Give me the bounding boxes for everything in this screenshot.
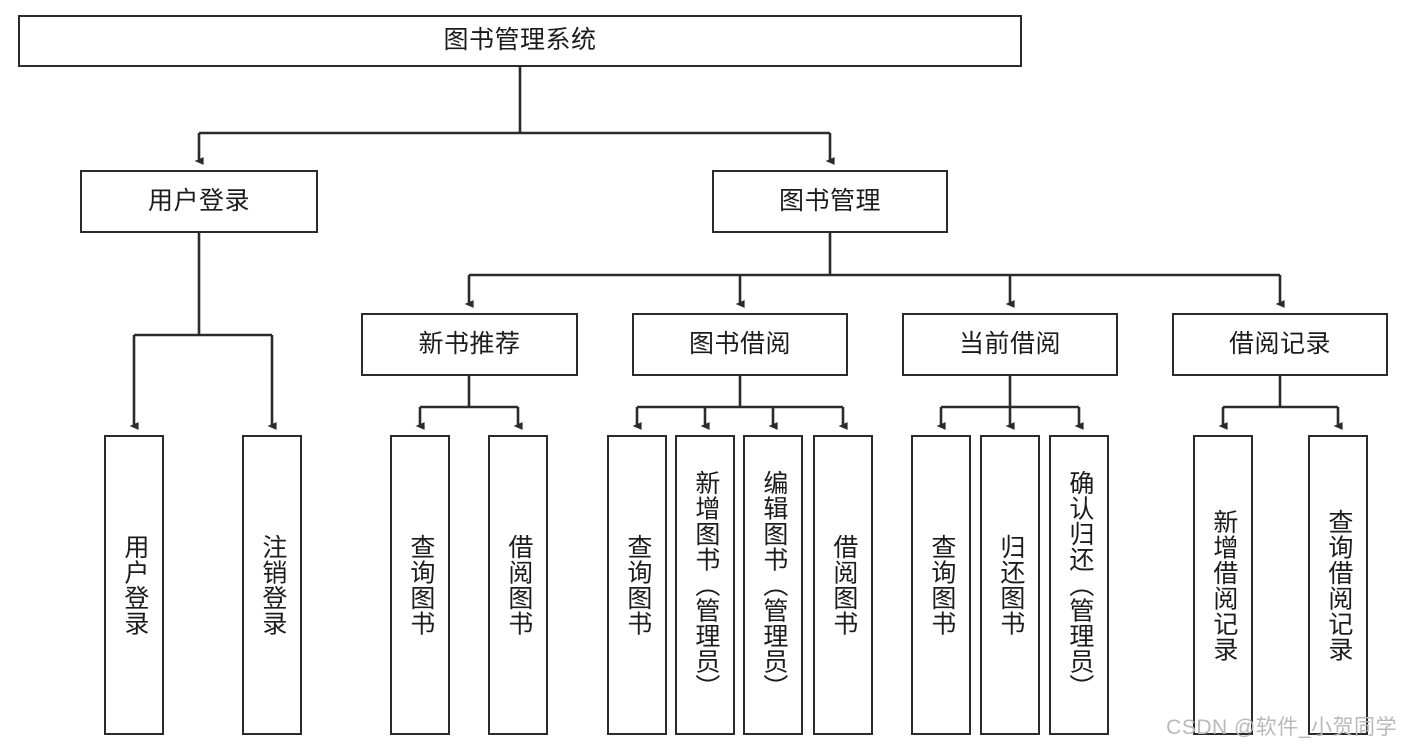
leaf-return-book[interactable]: 归还图书 (980, 435, 1040, 735)
leaf-query-book-borrow[interactable]: 查询图书 (607, 435, 667, 735)
leaf-edit-book-admin[interactable]: 编辑图书（管理员） (743, 435, 803, 735)
leaf-query-borrow-record[interactable]: 查询借阅记录 (1308, 435, 1368, 735)
leaf-borrow-book-recommend[interactable]: 借阅图书 (488, 435, 548, 735)
leaf-query-book-current[interactable]: 查询图书 (911, 435, 971, 735)
node-new-book-recommend[interactable]: 新书推荐 (361, 313, 578, 376)
leaf-add-borrow-record[interactable]: 新增借阅记录 (1193, 435, 1253, 735)
leaf-add-book-admin[interactable]: 新增图书（管理员） (675, 435, 735, 735)
leaf-logout[interactable]: 注销登录 (242, 435, 302, 735)
node-root[interactable]: 图书管理系统 (18, 15, 1022, 67)
node-current-borrow[interactable]: 当前借阅 (902, 313, 1118, 376)
node-book-management[interactable]: 图书管理 (712, 170, 948, 233)
node-borrow-record[interactable]: 借阅记录 (1172, 313, 1388, 376)
leaf-user-login[interactable]: 用户登录 (104, 435, 164, 735)
leaf-borrow-book[interactable]: 借阅图书 (813, 435, 873, 735)
node-user-login[interactable]: 用户登录 (80, 170, 318, 233)
leaf-confirm-return-admin[interactable]: 确认归还（管理员） (1049, 435, 1109, 735)
node-book-borrow[interactable]: 图书借阅 (632, 313, 848, 376)
watermark: CSDN @软件_小贺同学 (1166, 716, 1397, 739)
leaf-query-book-recommend[interactable]: 查询图书 (390, 435, 450, 735)
